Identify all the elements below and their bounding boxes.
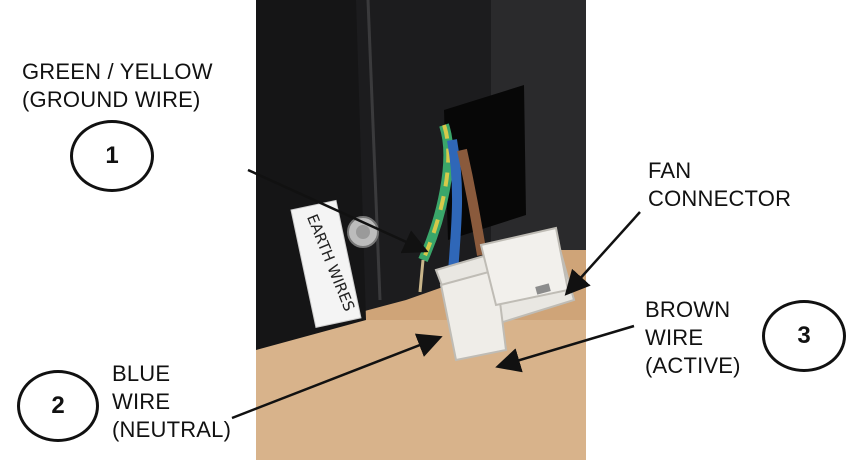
callout-badge-3: 3 [762, 300, 846, 372]
wood-highlight [256, 320, 586, 460]
earth-wire-tip [418, 259, 425, 293]
wiring-photo: EARTH WIRES [256, 0, 586, 460]
ground-wire-label: GREEN / YELLOW (GROUND WIRE) [22, 59, 213, 112]
neutral-wire-label: BLUE WIRE (NEUTRAL) [112, 361, 232, 442]
connector-pin [535, 283, 551, 295]
box-opening [444, 85, 526, 240]
callout-badge-2: 2 [17, 370, 99, 442]
callout-badge-1: 1 [70, 120, 154, 192]
fan-connector-label: FAN CONNECTOR [648, 158, 792, 211]
active-wire [457, 148, 487, 256]
earth-wire-stripe [421, 124, 451, 261]
active-wire-label: BROWN WIRE (ACTIVE) [645, 297, 741, 378]
